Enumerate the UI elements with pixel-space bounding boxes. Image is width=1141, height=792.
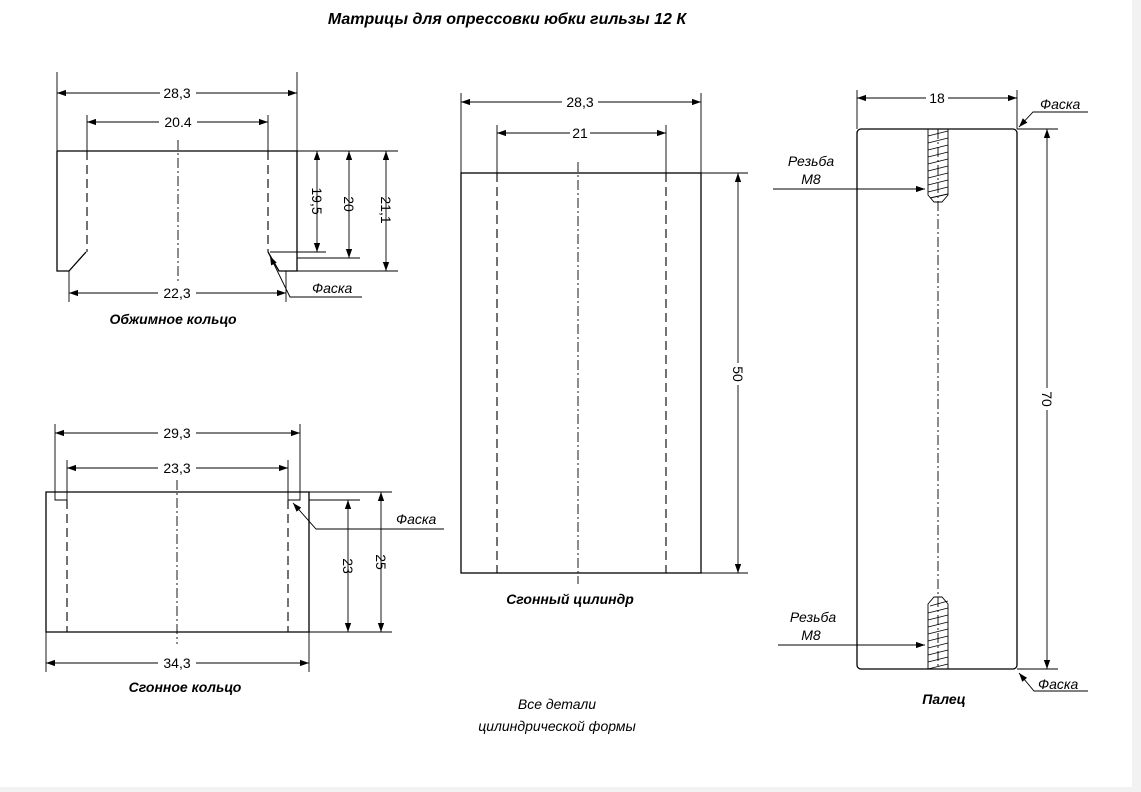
crimp-ring-part: 28,3 20.4 22,3 19,5 20 21,1 Фаска Обжимн… <box>56 72 398 327</box>
drive-ring-inner-height: 23 <box>340 558 356 574</box>
crimp-ring-chamfer-label: Фаска <box>312 280 353 296</box>
finger-chamfer-bottom-label: Фаска <box>1038 676 1079 692</box>
crimp-ring-chamfer-leader <box>269 255 362 298</box>
crimp-ring-outer-width: 28,3 <box>163 85 190 101</box>
crimp-ring-outline <box>56 150 298 272</box>
drive-cylinder-inner-width: 21 <box>572 125 588 141</box>
drive-ring-caption: Сгонное кольцо <box>129 679 242 695</box>
finger-part: 18 70 Фаска Фаска Резьба M8 Резьба M8 Па… <box>773 89 1088 707</box>
drive-cylinder-outer-width: 28,3 <box>566 94 593 110</box>
drive-ring-outline <box>45 491 310 633</box>
drive-cylinder-part: 28,3 21 50 Сгонный цилиндр <box>460 93 748 607</box>
crimp-ring-caption: Обжимное кольцо <box>109 311 236 327</box>
drive-ring-bottom-width: 34,3 <box>163 655 190 671</box>
drive-ring-outer-height: 25 <box>373 554 389 570</box>
crimp-ring-height-1: 19,5 <box>309 187 325 214</box>
drive-ring-chamfers <box>54 492 301 501</box>
finger-thread-bottom-label-1: Резьба <box>790 609 837 625</box>
finger-chamfer-bottom-leader <box>1018 672 1088 692</box>
drive-ring-chamfer-label: Фаска <box>396 511 437 527</box>
finger-width: 18 <box>929 90 945 106</box>
crimp-ring-bottom-width: 22,3 <box>163 285 190 301</box>
finger-thread-bottom-label-2: M8 <box>801 627 821 643</box>
finger-height: 70 <box>1039 391 1055 407</box>
note-line-1: Все детали <box>518 696 596 712</box>
finger-chamfer-top-label: Фаска <box>1040 96 1081 112</box>
finger-thread-top-label-1: Резьба <box>788 153 835 169</box>
finger-thread-bottom <box>927 596 949 670</box>
drive-cylinder-outline <box>460 172 702 574</box>
drive-cylinder-caption: Сгонный цилиндр <box>506 591 634 607</box>
crimp-ring-height-2: 20 <box>341 196 357 212</box>
drive-ring-inner-width: 23,3 <box>163 460 190 476</box>
finger-outline <box>856 128 1018 670</box>
drawing-title: Матрицы для опрессовки юбки гильзы 12 К <box>328 11 687 28</box>
drive-ring-chamfer-leader <box>292 502 444 530</box>
drive-ring-part: 29,3 23,3 34,3 23 25 Фаска Сгонное кольц… <box>45 424 444 695</box>
crimp-ring-height-3: 21,1 <box>378 196 394 223</box>
finger-thread-top-label-2: M8 <box>801 171 821 187</box>
finger-caption: Палец <box>922 691 965 707</box>
finger-thread-top <box>927 129 949 203</box>
drive-cylinder-height: 50 <box>730 366 746 382</box>
finger-chamfer-top-leader <box>1018 111 1088 128</box>
drive-ring-top-outer: 29,3 <box>163 425 190 441</box>
note-line-2: цилиндрической формы <box>478 718 636 734</box>
crimp-ring-inner-width: 20.4 <box>164 114 191 130</box>
